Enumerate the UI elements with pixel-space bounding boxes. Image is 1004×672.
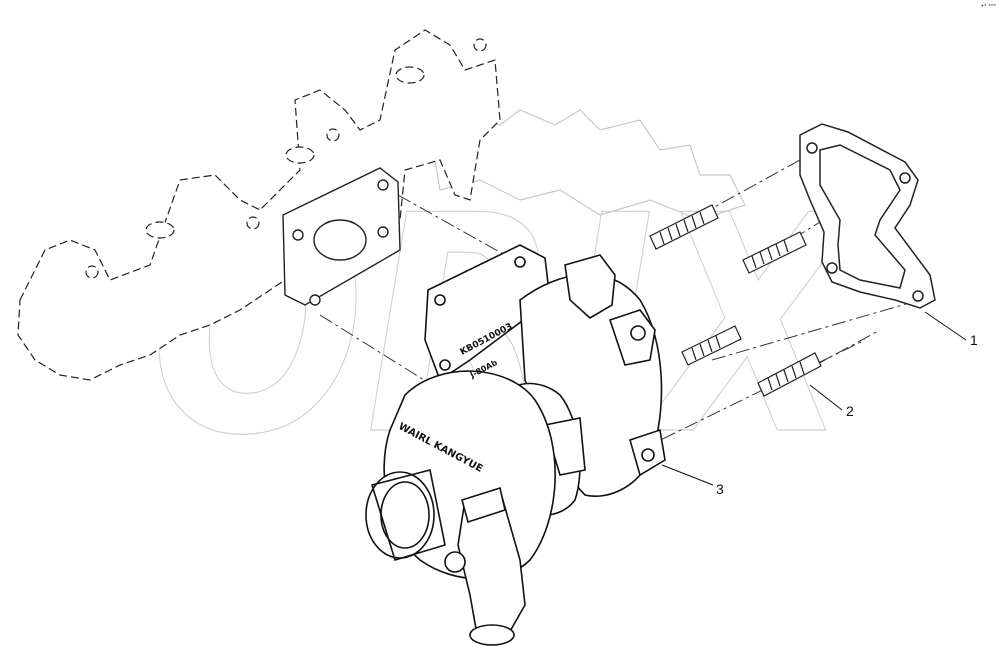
stud bbox=[681, 325, 742, 366]
leader-line-3 bbox=[661, 464, 714, 486]
corner-mark: •⁴ ᵉᵉᵉ bbox=[980, 3, 996, 10]
stud bbox=[757, 352, 822, 397]
studs bbox=[649, 204, 822, 397]
exhaust-manifold bbox=[17, 29, 501, 381]
callout-1: 1 bbox=[970, 332, 978, 348]
gasket bbox=[799, 123, 936, 309]
leader-line-1 bbox=[924, 311, 967, 341]
watermark-gear bbox=[429, 109, 746, 221]
callout-3: 3 bbox=[716, 481, 724, 497]
leader-lines bbox=[661, 311, 967, 486]
callout-2: 2 bbox=[846, 403, 854, 419]
manifold-flange bbox=[282, 167, 401, 306]
turbocharger bbox=[365, 244, 666, 646]
leader-line-2 bbox=[809, 384, 843, 411]
stud bbox=[649, 204, 719, 250]
stud bbox=[742, 231, 807, 274]
